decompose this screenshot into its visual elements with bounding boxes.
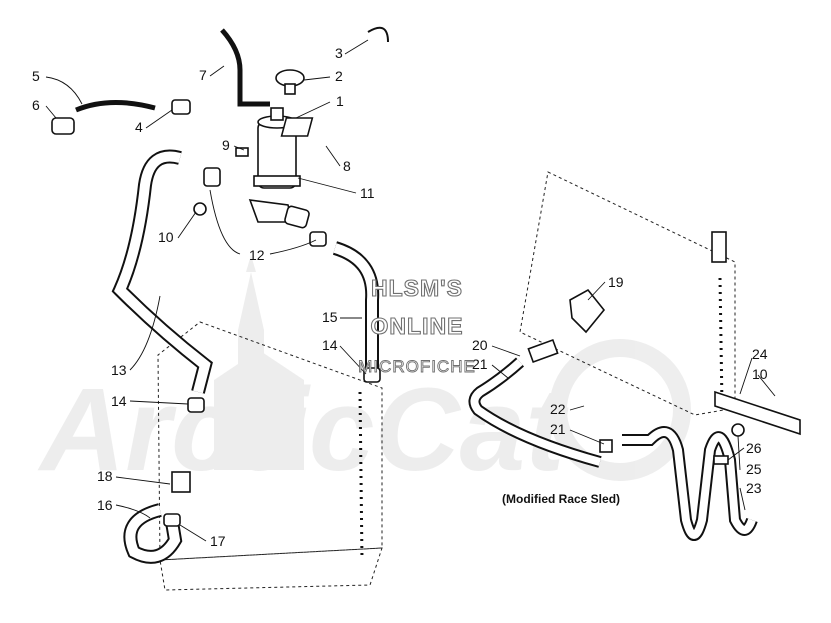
cathedral-silhouette <box>214 255 304 470</box>
overflow-hose <box>220 28 270 107</box>
grommet <box>193 202 207 216</box>
callout-labels: 1 2 3 4 5 6 7 8 9 10 11 12 13 14 15 14 1… <box>32 45 768 549</box>
callout-19: 19 <box>608 274 624 290</box>
callout-26: 26 <box>746 440 762 456</box>
callout-16: 16 <box>97 497 113 513</box>
callout-25: 25 <box>746 461 762 477</box>
callout-5: 5 <box>32 68 40 84</box>
callout-20: 20 <box>472 337 488 353</box>
callout-21-lower: 21 <box>550 421 566 437</box>
hose-end-fitting <box>51 117 75 135</box>
callout-13: 13 <box>111 362 127 378</box>
callout-14-left: 14 <box>111 393 127 409</box>
fitting-20 <box>527 338 559 364</box>
callout-9: 9 <box>222 137 230 153</box>
callout-21-upper: 21 <box>472 356 488 372</box>
callout-3: 3 <box>335 45 343 61</box>
callout-15: 15 <box>322 309 338 325</box>
callout-17: 17 <box>210 533 226 549</box>
vent-hose <box>75 100 156 113</box>
callout-7: 7 <box>199 67 207 83</box>
clamp-ring <box>367 26 389 43</box>
callout-12: 12 <box>249 247 265 263</box>
callout-18: 18 <box>97 468 113 484</box>
callout-10-right: 10 <box>752 366 768 382</box>
callout-14-right: 14 <box>322 337 338 353</box>
clamp-21 <box>599 439 613 453</box>
hlsm-watermark: HLSM'S ONLINE MICROFICHE <box>358 274 476 376</box>
right-radiator <box>519 171 736 416</box>
bolt-26 <box>713 455 729 465</box>
callout-6: 6 <box>32 97 40 113</box>
callout-24: 24 <box>752 346 768 362</box>
callout-22: 22 <box>550 401 566 417</box>
left-radiator <box>157 321 383 591</box>
pressure-cap <box>275 69 305 95</box>
clamp <box>203 167 221 187</box>
callout-4: 4 <box>135 119 143 135</box>
hose-clamp <box>171 99 191 115</box>
clamp-12 <box>309 231 327 247</box>
wheel-watermark <box>549 339 691 481</box>
watermark-line1: HLSM'S <box>371 275 463 301</box>
watermark-line3: MICROFICHE <box>358 357 476 376</box>
modified-race-sled-note: (Modified Race Sled) <box>502 492 620 506</box>
callout-8: 8 <box>343 158 351 174</box>
callout-10: 10 <box>158 229 174 245</box>
radiator-fitting <box>711 231 727 263</box>
watermark-line2: ONLINE <box>371 313 464 339</box>
clamp-17 <box>163 513 181 527</box>
fitting-18 <box>171 471 191 493</box>
callout-11: 11 <box>360 185 375 201</box>
clamp-14-lower <box>187 397 205 413</box>
callout-23: 23 <box>746 480 762 496</box>
cap-19 <box>569 288 606 334</box>
callout-2: 2 <box>335 68 343 84</box>
mounting-bracket <box>280 117 314 137</box>
coolant-reservoir <box>248 107 310 229</box>
screw <box>235 147 249 157</box>
callout-1: 1 <box>336 93 344 109</box>
clamp-14-upper <box>363 367 381 383</box>
bracket-24 <box>714 390 801 436</box>
washer-25 <box>731 423 745 437</box>
leader-lines <box>45 39 776 542</box>
